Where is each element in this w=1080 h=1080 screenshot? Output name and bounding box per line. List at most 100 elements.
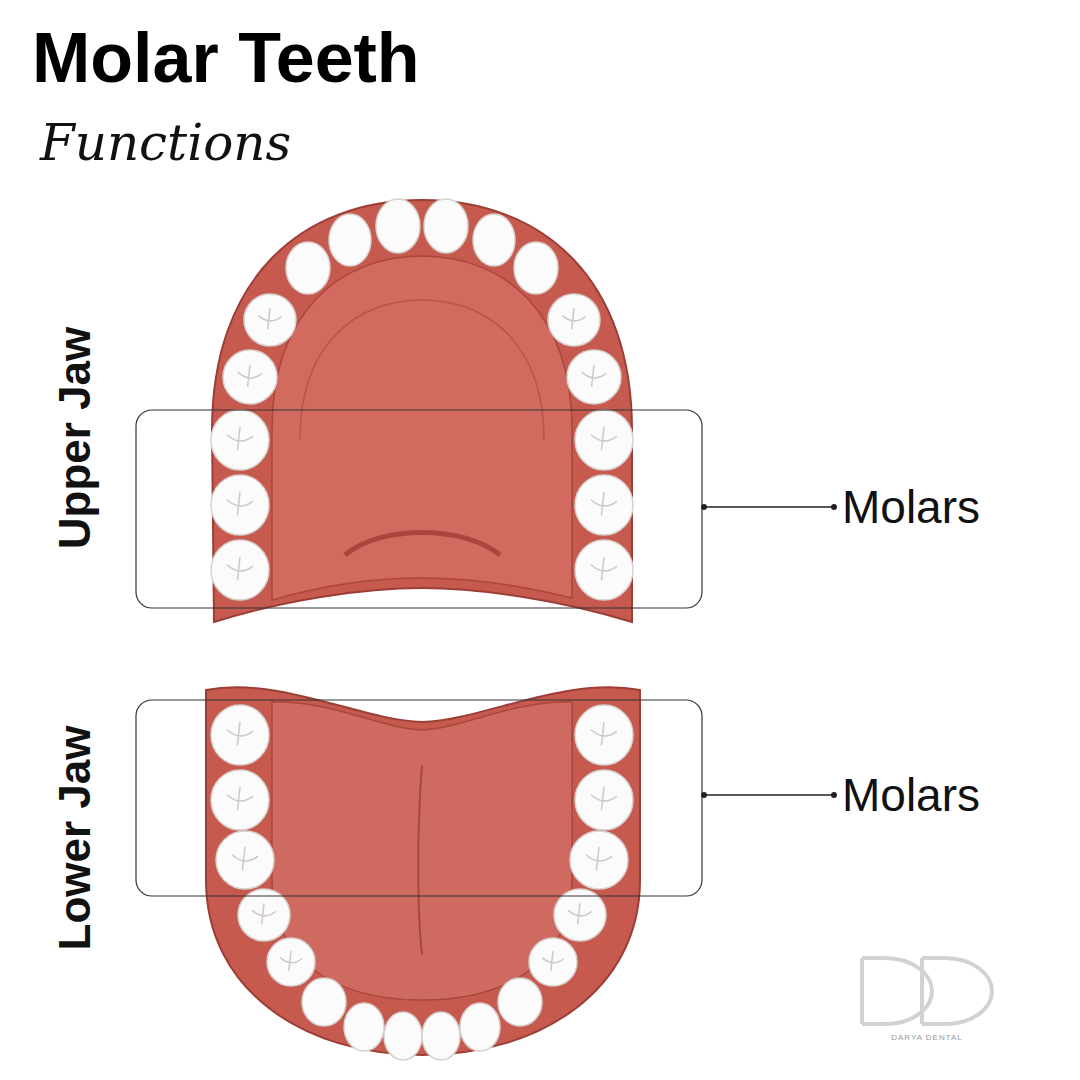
molar-tooth xyxy=(575,540,633,600)
part-label: Molars xyxy=(842,770,980,821)
tooth-groove xyxy=(582,365,606,387)
tooth-crown xyxy=(567,350,621,404)
molar-tooth xyxy=(211,705,269,765)
logo-mark xyxy=(922,958,992,1024)
premolar-tooth xyxy=(554,889,606,941)
tooth-crown xyxy=(422,1012,460,1060)
leader-dot xyxy=(701,792,707,798)
tooth-crown xyxy=(211,410,269,470)
canine-tooth xyxy=(302,978,346,1026)
teeth-group xyxy=(211,199,633,1060)
tooth-crown xyxy=(302,978,346,1026)
palate-line xyxy=(300,300,544,440)
molar-tooth xyxy=(575,410,633,470)
incisor-tooth xyxy=(376,199,420,253)
tooth-crown xyxy=(286,242,330,294)
canine-tooth xyxy=(514,242,558,294)
upper-gum xyxy=(212,200,632,622)
jaw-label: Upper Jaw xyxy=(51,327,99,550)
molar-tooth xyxy=(211,410,269,470)
subtitle: Functions xyxy=(40,116,291,171)
premolar-tooth xyxy=(267,938,315,986)
tooth-crown xyxy=(570,831,628,889)
tooth-crown xyxy=(514,242,558,294)
tooth-crown xyxy=(223,350,277,404)
tooth-crown xyxy=(473,214,515,266)
tooth-groove xyxy=(568,903,591,924)
tongue xyxy=(272,702,572,1000)
molar-tooth xyxy=(211,770,269,830)
leader-dot xyxy=(701,504,707,510)
tooth-crown xyxy=(575,410,633,470)
tooth-crown xyxy=(211,770,269,830)
tooth-groove xyxy=(227,722,253,745)
molar-box xyxy=(136,410,702,608)
tongue-midline xyxy=(418,765,422,955)
tooth-crown xyxy=(376,199,420,253)
tooth-groove xyxy=(591,722,617,745)
incisor-tooth xyxy=(329,214,371,266)
tooth-crown xyxy=(329,214,371,266)
tooth-groove xyxy=(252,903,275,924)
tooth-groove xyxy=(227,492,253,515)
tooth-groove xyxy=(586,847,612,870)
watermark: DARYA DENTAL xyxy=(891,1034,963,1043)
tooth-groove xyxy=(591,427,617,450)
canine-tooth xyxy=(286,242,330,294)
tooth-groove xyxy=(232,847,258,870)
leader-dot xyxy=(831,792,837,798)
tooth-groove xyxy=(227,427,253,450)
leader-line xyxy=(704,506,834,508)
premolar-tooth xyxy=(244,294,296,346)
lower-gum xyxy=(206,687,640,1055)
molar-tooth xyxy=(575,705,633,765)
tooth-groove xyxy=(238,365,262,387)
molar-tooth xyxy=(211,475,269,535)
canine-tooth xyxy=(498,978,542,1026)
tooth-crown xyxy=(267,938,315,986)
molar-box xyxy=(136,700,702,896)
incisor-tooth xyxy=(422,1012,460,1060)
tooth-crown xyxy=(211,705,269,765)
premolar-tooth xyxy=(548,294,600,346)
molar-tooth xyxy=(575,770,633,830)
tooth-groove xyxy=(258,308,281,329)
molar-tooth xyxy=(216,831,274,889)
tooth-crown xyxy=(384,1012,422,1060)
soft-palate xyxy=(345,533,500,556)
tooth-groove xyxy=(227,557,253,580)
tooth-crown xyxy=(211,475,269,535)
upper-palate xyxy=(272,256,572,600)
tooth-groove xyxy=(591,492,617,515)
tooth-groove xyxy=(562,308,585,329)
jaw-label: Lower Jaw xyxy=(51,726,99,951)
tooth-groove xyxy=(227,787,253,810)
tooth-crown xyxy=(238,889,290,941)
part-label: Molars xyxy=(842,482,980,533)
tooth-crown xyxy=(498,978,542,1026)
tooth-groove xyxy=(280,951,302,970)
tooth-crown xyxy=(244,294,296,346)
incisor-tooth xyxy=(384,1012,422,1060)
incisor-tooth xyxy=(460,1003,500,1051)
tooth-crown xyxy=(460,1003,500,1051)
molar-tooth xyxy=(575,475,633,535)
incisor-tooth xyxy=(344,1003,384,1051)
tooth-crown xyxy=(548,294,600,346)
tooth-crown xyxy=(575,475,633,535)
tooth-crown xyxy=(554,889,606,941)
tooth-crown xyxy=(211,540,269,600)
premolar-tooth xyxy=(223,350,277,404)
tooth-crown xyxy=(424,199,468,253)
tooth-crown xyxy=(575,705,633,765)
leader-line xyxy=(704,794,834,796)
molar-tooth xyxy=(211,540,269,600)
leader-dot xyxy=(831,504,837,510)
tooth-crown xyxy=(575,770,633,830)
page-title: Molar Teeth xyxy=(32,20,420,97)
tooth-crown xyxy=(529,938,577,986)
tooth-crown xyxy=(344,1003,384,1051)
incisor-tooth xyxy=(473,214,515,266)
premolar-tooth xyxy=(238,889,290,941)
